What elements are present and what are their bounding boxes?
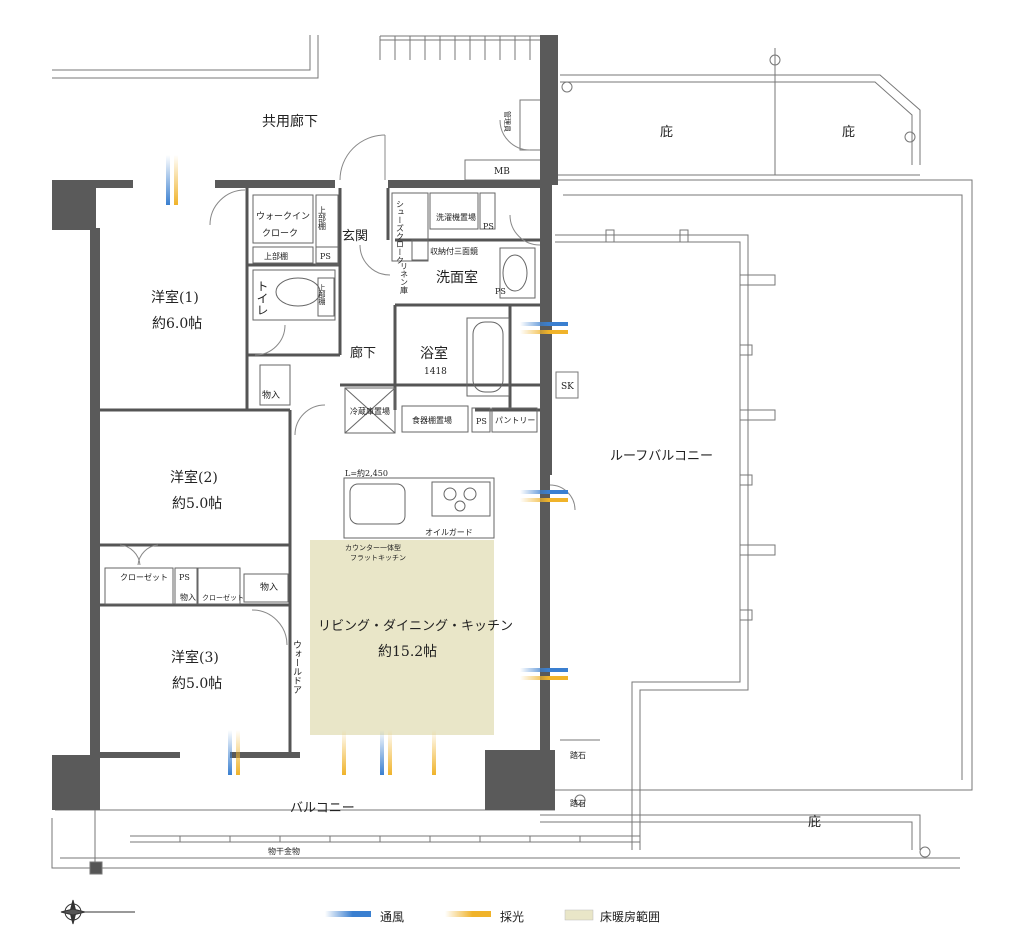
floor-heating-area <box>310 540 494 735</box>
label-eave-2: 庇 <box>842 125 855 140</box>
label-common-corridor: 共用廊下 <box>262 113 318 130</box>
legend-daylight-swatch <box>445 911 491 917</box>
label-walkin-1: ウォークイン <box>256 211 310 222</box>
label-stepstone-2: 踏石 <box>570 798 586 808</box>
label-room3-name: 洋室(3) <box>171 649 219 666</box>
label-closet-2: クローゼット <box>202 593 244 602</box>
label-bath: 浴室 <box>420 345 448 362</box>
label-laundry: 洗濯機置場 <box>436 212 476 222</box>
label-eave-3: 庇 <box>808 815 821 830</box>
label-eave-1: 庇 <box>660 125 673 140</box>
label-room1-size: 約6.0帖 <box>152 316 202 332</box>
label-mb: MB <box>494 167 510 177</box>
label-genkan: 玄関 <box>342 229 368 244</box>
label-ps-1: PS <box>320 252 331 261</box>
label-storage-2: 物入 <box>180 592 196 602</box>
label-ps-2: PS <box>483 222 494 231</box>
label-storage-mirror: 収納付三面鏡 <box>430 246 478 256</box>
label-upper-shelf-toilet: 上部棚 <box>318 283 326 306</box>
legend-floor-heating-swatch <box>564 909 594 921</box>
label-toilet: トイレ <box>255 280 269 316</box>
label-ps-3: PS <box>495 287 506 296</box>
label-cupboard: 食器棚置場 <box>412 415 452 425</box>
compass-icon <box>60 899 135 925</box>
label-ps-5: PS <box>179 573 190 582</box>
roof-balcony-outline <box>540 54 973 858</box>
legend-floor-heating-label: 床暖房範囲 <box>600 909 660 924</box>
label-shoes-cloak: シューズクローク <box>396 200 405 264</box>
legend-daylight-label: 採光 <box>500 910 524 924</box>
label-roof-balcony: ルーフバルコニー <box>610 449 713 464</box>
label-room2-name: 洋室(2) <box>170 469 218 486</box>
label-ldk-size: 約15.2帖 <box>378 644 437 660</box>
label-wall-door: ウォールドア <box>291 640 302 694</box>
label-meter-box: 管理員 <box>503 111 512 132</box>
label-bath-size: 1418 <box>424 367 447 377</box>
label-upper-shelf-1: 上部棚 <box>264 251 288 261</box>
label-counter-1: カウンター一体型 <box>345 543 401 552</box>
label-storage-1: 物入 <box>262 389 280 401</box>
legend: 通風 採光 床暖房範囲 <box>325 909 660 924</box>
legend-ventilation-swatch <box>325 911 371 917</box>
label-storage-3: 物入 <box>260 581 278 593</box>
label-counter-2: フラットキッチン <box>350 554 406 562</box>
label-washroom: 洗面室 <box>436 269 478 286</box>
label-kitchen-len: L=約2,450 <box>345 468 388 478</box>
label-dryer: 物干金物 <box>268 846 300 856</box>
ventilation-markers <box>166 155 568 775</box>
balcony-outline <box>51 808 960 875</box>
room-labels: 共用廊下 庇 庇 MB 管理員 ウォークイン クローク 上部棚 上部棚 PS 玄… <box>120 111 855 856</box>
common-corridor-lines <box>52 35 921 181</box>
label-ldk-name: リビング・ダイニング・キッチン <box>318 619 513 634</box>
door-swings <box>119 119 576 646</box>
label-linen: リネン庫 <box>400 262 409 295</box>
label-closet-1: クローゼット <box>120 572 168 582</box>
label-room1-name: 洋室(1) <box>151 289 199 306</box>
label-sk: SK <box>561 382 574 392</box>
label-oil-guard: オイルガード <box>425 527 473 537</box>
label-ps-4: PS <box>476 417 487 426</box>
label-pantry: パントリー <box>495 416 535 425</box>
label-walkin-2: クローク <box>262 228 298 239</box>
fixtures <box>104 192 538 605</box>
label-room2-size: 約5.0帖 <box>172 496 222 512</box>
label-fridge: 冷蔵庫置場 <box>350 406 390 416</box>
label-upper-shelf-2: 上部棚 <box>318 206 327 231</box>
legend-ventilation-label: 通風 <box>380 910 404 924</box>
label-room3-size: 約5.0帖 <box>172 676 222 692</box>
label-balcony: バルコニー <box>290 801 355 816</box>
label-hallway: 廊下 <box>350 345 376 361</box>
label-stepstone-1: 踏石 <box>570 750 586 760</box>
